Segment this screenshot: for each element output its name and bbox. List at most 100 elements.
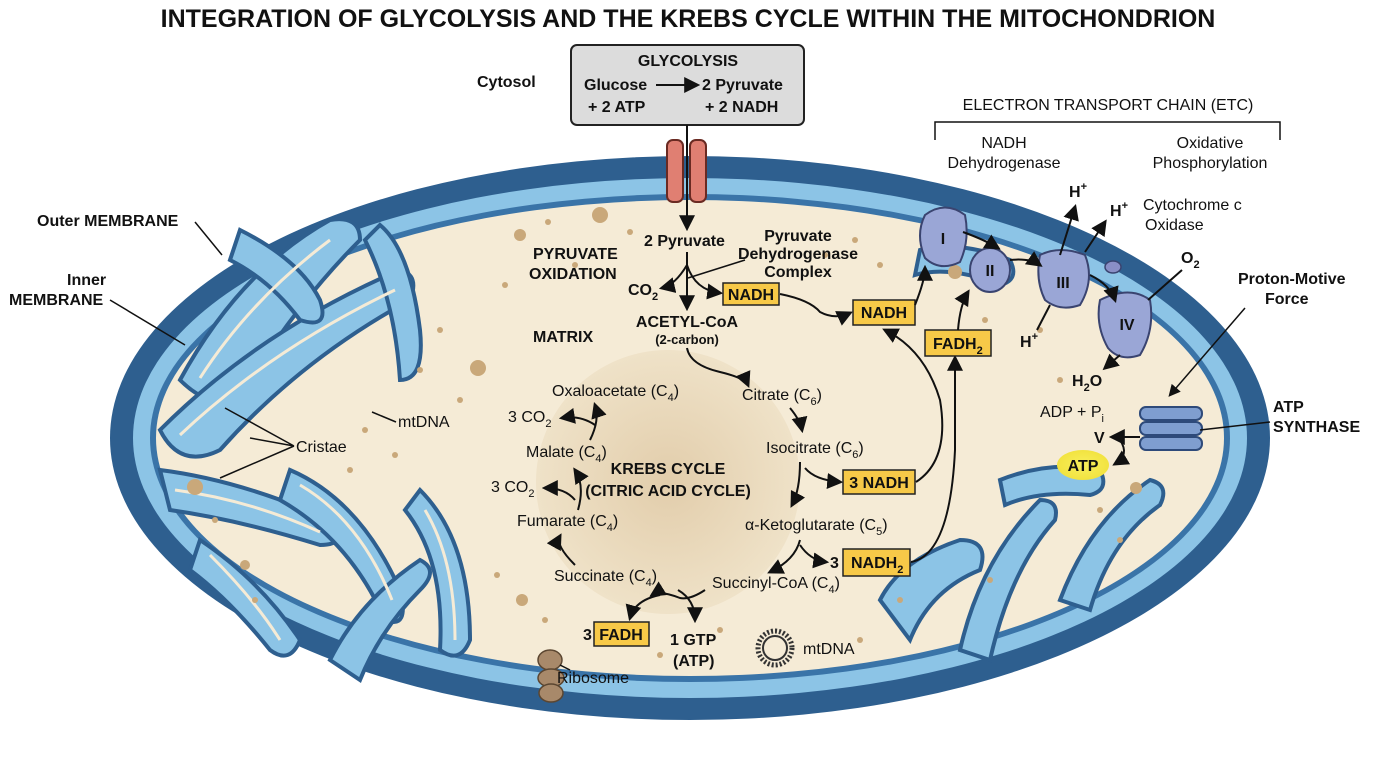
krebs-title-1: KREBS CYCLE — [611, 461, 726, 478]
succinyl-coa-label: Succinyl-CoA (C4) — [712, 575, 840, 596]
gtp-arrow — [677, 589, 703, 624]
ox-phos-label-2: Phosphorylation — [1153, 155, 1268, 172]
main-title: INTEGRATION OF GLYCOLYSIS AND THE KREBS … — [161, 5, 1216, 33]
malate-label: Malate (C4) — [526, 444, 607, 465]
three-nadh-to-etc-arrow — [882, 328, 944, 483]
atp-synthase-label-2: SYNTHASE — [1273, 419, 1360, 436]
proton-motive-label-2: Force — [1265, 291, 1309, 308]
nadh2-to-fadh2-arrow — [910, 354, 963, 563]
akg-to-succinyl-arrow — [767, 539, 801, 574]
cytochrome-c-icon — [1104, 260, 1122, 274]
malate-to-oxaloacetate-arrow — [589, 401, 607, 441]
two-pyruvate-product: 2 Pyruvate — [702, 77, 783, 94]
ribosome-pointer — [559, 664, 571, 671]
outer-membrane-pointer — [194, 221, 223, 256]
inner-membrane-label-2: MEMBRANE — [9, 292, 104, 309]
pdh-pointer — [687, 259, 746, 279]
nadh-to-complex1-arrow — [914, 264, 933, 306]
ribosome-icon — [537, 649, 565, 703]
atp-synthase-label-1: ATP — [1273, 399, 1304, 416]
gtp-label-1: 1 GTP — [670, 632, 717, 649]
svg-text:II: II — [986, 263, 995, 280]
pyruvate-channel — [666, 139, 707, 203]
co2-b-arrow — [541, 480, 576, 501]
cristae-folds-inner — [174, 238, 457, 641]
gtp-label-2: (ATP) — [673, 653, 714, 670]
fadh-arrow — [625, 594, 661, 622]
inner-membrane-label-1: Inner — [67, 272, 106, 289]
adp-pi-label: ADP + Pi — [1040, 404, 1104, 425]
svg-text:FADH: FADH — [599, 627, 643, 644]
pyruvate-oxidation-label-1: PYRUVATE — [533, 246, 618, 263]
three-fadh-prefix: 3 — [583, 627, 592, 644]
nadh-to-etc-arrow — [779, 293, 853, 326]
krebs-title-2: (CITRIC ACID CYCLE) — [585, 483, 751, 500]
pdh-label-1: Pyruvate — [764, 228, 832, 245]
nadh-box-2: NADH — [852, 299, 916, 326]
atp-glow — [1057, 450, 1109, 480]
aketoglutarate-label: α-Ketoglutarate (C5) — [745, 517, 888, 538]
fumarate-to-malate-arrow — [573, 467, 589, 511]
cytosol-label: Cytosol — [477, 74, 536, 91]
etc-bracket — [934, 121, 1281, 140]
citrate-to-isocitrate-arrow — [789, 407, 808, 434]
isocitrate-to-akg-arrow — [790, 461, 806, 508]
svg-text:NADH2: NADH2 — [851, 555, 903, 576]
fadh2-to-complex2-arrow — [954, 289, 970, 331]
mtdna-ring-icon — [755, 628, 795, 668]
h-plus-2-arrow — [1084, 219, 1107, 253]
mtdna-left-pointer — [371, 411, 397, 423]
two-nadh-label: + 2 NADH — [705, 99, 778, 116]
svg-text:NADH: NADH — [861, 305, 907, 322]
h-plus-2: H+ — [1110, 200, 1128, 220]
matrix-label: MATRIX — [533, 329, 593, 346]
cristae-right — [877, 244, 1166, 663]
svg-text:FADH2: FADH2 — [933, 336, 983, 357]
mtdna-left-label: mtDNA — [398, 414, 450, 431]
h-plus-1-arrow — [1059, 203, 1079, 256]
matrix-particles — [187, 207, 1142, 658]
glycolysis-heading: GLYCOLYSIS — [638, 53, 739, 70]
atp-label: ATP — [1068, 458, 1099, 475]
citrate-label: Citrate (C6) — [742, 387, 822, 408]
succinyl-to-succinate-arrow — [649, 581, 706, 600]
atp-production-arrow — [1112, 439, 1131, 466]
fumarate-label: Fumarate (C4) — [517, 513, 618, 534]
h-plus-1: H+ — [1069, 181, 1087, 201]
nadh-dehydrogenase-label-1: NADH — [981, 135, 1026, 152]
mtdna-bottom-label: mtDNA — [803, 641, 855, 658]
water-label: H2O — [1072, 373, 1102, 394]
co2-release-arrow — [658, 264, 688, 293]
cristae-label: Cristae — [296, 439, 347, 456]
h-plus-3-arrow — [1036, 304, 1051, 331]
glycolysis-box: GLYCOLYSIS Glucose 2 Pyruvate + 2 ATP + … — [570, 44, 805, 126]
proton-motive-pointer — [1168, 307, 1246, 397]
o2-arrow — [1147, 269, 1183, 301]
oxaloacetate-label: Oxaloacetate (C4) — [552, 383, 679, 404]
proton-motive-label-1: Proton-Motive — [1238, 271, 1346, 288]
svg-text:IV: IV — [1119, 317, 1134, 334]
atp-synthase-icon — [1139, 406, 1203, 451]
co2-a-arrow — [558, 408, 596, 426]
ribosome-label: Ribosome — [557, 670, 629, 687]
complex-3-icon: III — [1037, 249, 1090, 309]
o2-label: O2 — [1181, 250, 1200, 271]
cristae-pointers — [219, 407, 295, 479]
pdh-label-3: Complex — [764, 264, 832, 281]
complex-1-icon: I — [919, 206, 968, 268]
three-nadh-box: 3 NADH — [842, 469, 916, 495]
three-co2-b-label: 3 CO2 — [491, 479, 534, 500]
fadh-box: FADH — [593, 621, 650, 647]
svg-text:III: III — [1056, 275, 1069, 292]
isocitrate-nadh-arrow — [804, 467, 844, 489]
water-arrow — [1102, 353, 1121, 371]
two-carbon-label: (2-carbon) — [655, 332, 719, 347]
succinate-label: Succinate (C4) — [554, 568, 657, 589]
two-atp-label: + 2 ATP — [588, 99, 646, 116]
svg-text:3 NADH: 3 NADH — [849, 475, 909, 492]
two-pyruvate-label: 2 Pyruvate — [644, 233, 725, 250]
cytochrome-c-label-1: Cytochrome c — [1143, 197, 1242, 214]
isocitrate-label: Isocitrate (C6) — [766, 440, 864, 461]
